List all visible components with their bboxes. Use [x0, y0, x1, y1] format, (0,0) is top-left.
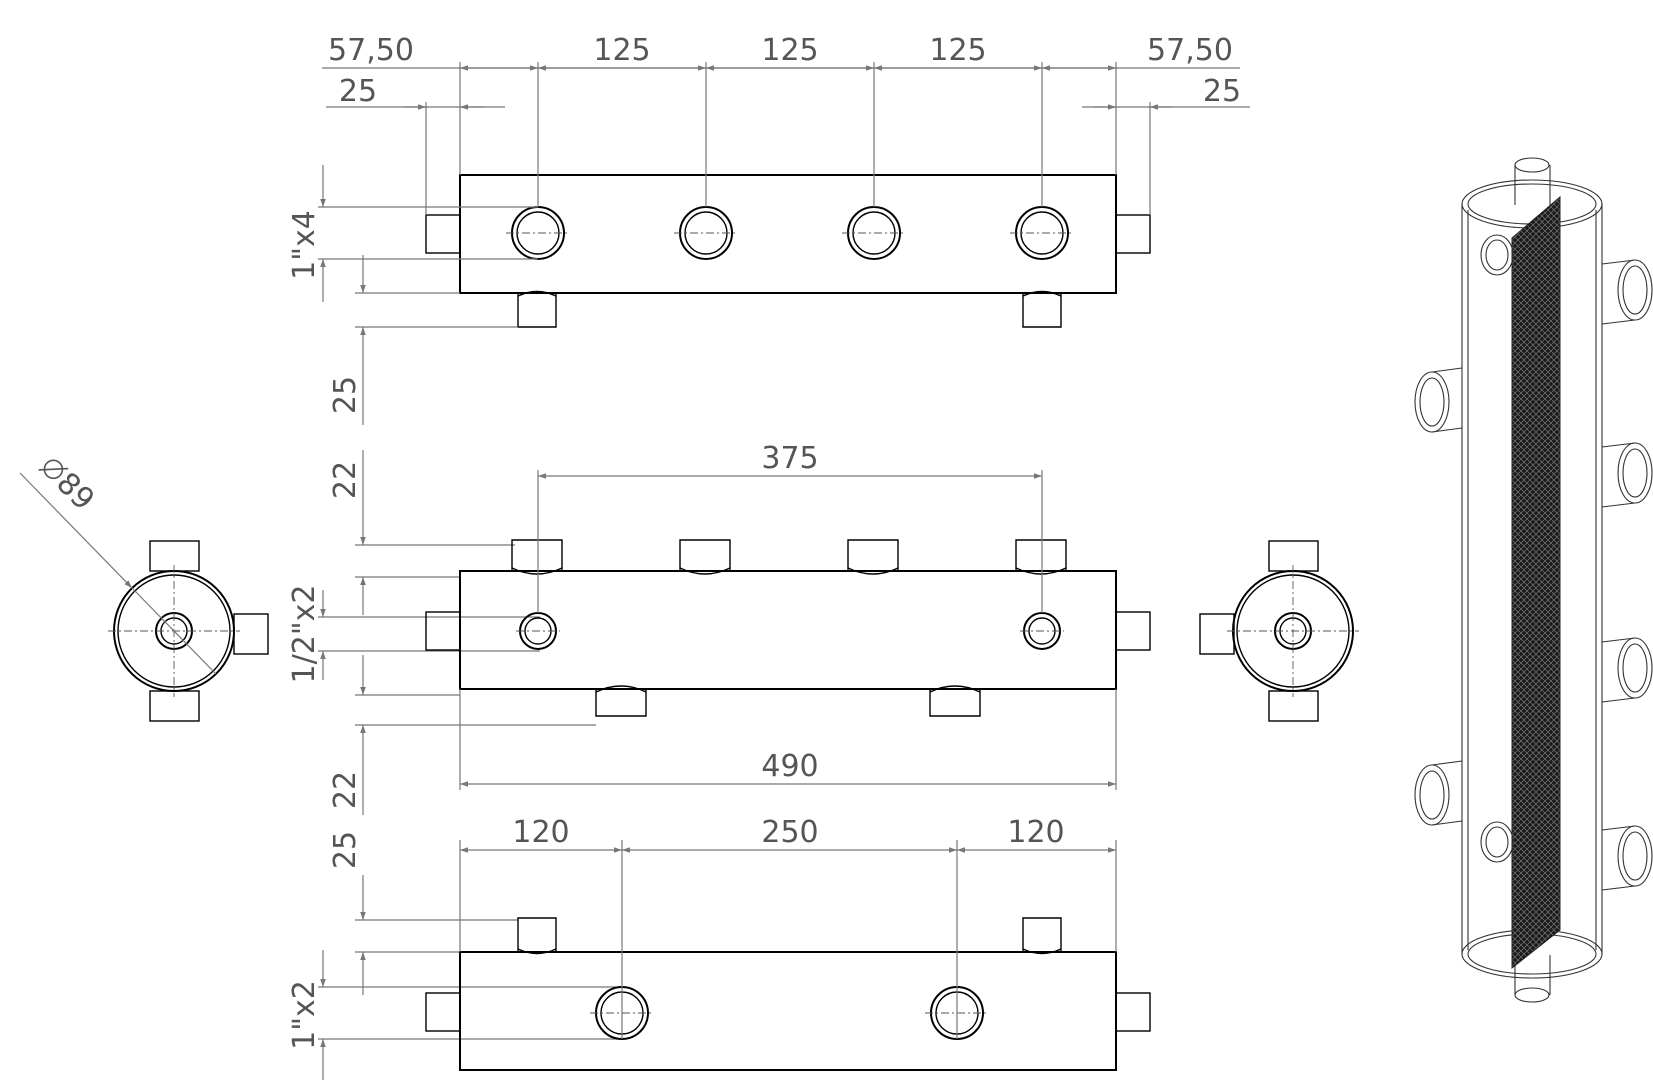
top-port-3 — [842, 206, 906, 260]
dim-middle-375: 375 — [761, 441, 818, 476]
bottom-view-top-stub-right — [1022, 917, 1062, 952]
dim-middle-thread: 1/2"x2 — [287, 585, 322, 684]
middle-view-bottom-stubs — [595, 685, 981, 717]
dim-diameter: 89 — [38, 459, 101, 518]
middle-port-left — [516, 612, 560, 650]
middle-view-top-stubs — [511, 539, 1067, 575]
top-view-left-stub — [425, 214, 461, 254]
middle-view-body — [459, 570, 1117, 690]
dim-left-22-lower: 22 — [328, 771, 363, 809]
left-end-view: 89 — [19, 459, 269, 722]
bottom-view-top-stub-left — [517, 917, 557, 952]
top-port-1 — [506, 206, 570, 260]
bottom-view: 120 250 120 — [425, 815, 1151, 1071]
dim-top-125-a: 125 — [593, 33, 650, 68]
dim-left-22-upper: 22 — [328, 461, 363, 499]
dim-bottom-120-left: 120 — [512, 815, 569, 850]
top-port-2 — [674, 206, 738, 260]
dim-top-right-25: 25 — [1203, 74, 1241, 109]
dim-top-right-57: 57,50 — [1147, 33, 1233, 68]
diameter-icon — [38, 459, 69, 480]
isometric-view — [1414, 157, 1653, 1003]
dim-top-left-57: 57,50 — [328, 33, 414, 68]
bottom-view-right-stub — [1115, 992, 1151, 1032]
dim-bottom-thread: 1"x2 — [287, 980, 322, 1050]
right-end-view — [1199, 540, 1359, 722]
iso-right-nipples — [1601, 259, 1653, 891]
middle-view: 375 490 — [425, 441, 1151, 790]
middle-view-left-stub — [425, 611, 461, 651]
dim-top-125-b: 125 — [761, 33, 818, 68]
dim-left-25-upper: 25 — [328, 376, 363, 414]
top-dimensions: 57,50 125 125 125 57,50 25 25 — [322, 33, 1250, 215]
svg-text:89: 89 — [49, 466, 101, 518]
top-view-bottom-stub-left — [517, 293, 557, 328]
dim-bottom-250: 250 — [761, 815, 818, 850]
left-dimensions: 1"x4 25 22 1/2"x2 22 25 1" — [287, 165, 620, 1080]
dim-bottom-120-right: 120 — [1007, 815, 1064, 850]
dim-top-125-c: 125 — [929, 33, 986, 68]
iso-left-nipple-1 — [1414, 367, 1463, 433]
top-port-4 — [1010, 206, 1074, 260]
bottom-view-left-stub — [425, 992, 461, 1032]
bottom-view-body — [459, 951, 1117, 1071]
filter-mesh — [1511, 195, 1561, 970]
dim-top-left-25: 25 — [339, 74, 377, 109]
top-view-right-stub — [1115, 214, 1151, 254]
middle-view-right-stub — [1115, 611, 1151, 651]
middle-port-right — [1020, 612, 1064, 650]
top-view — [425, 174, 1151, 328]
dim-overall-490: 490 — [761, 749, 818, 784]
dim-left-25-lower: 25 — [328, 831, 363, 869]
iso-left-nipple-2 — [1414, 760, 1463, 826]
dim-top-thread: 1"x4 — [287, 210, 322, 280]
top-view-bottom-stub-right — [1022, 293, 1062, 328]
